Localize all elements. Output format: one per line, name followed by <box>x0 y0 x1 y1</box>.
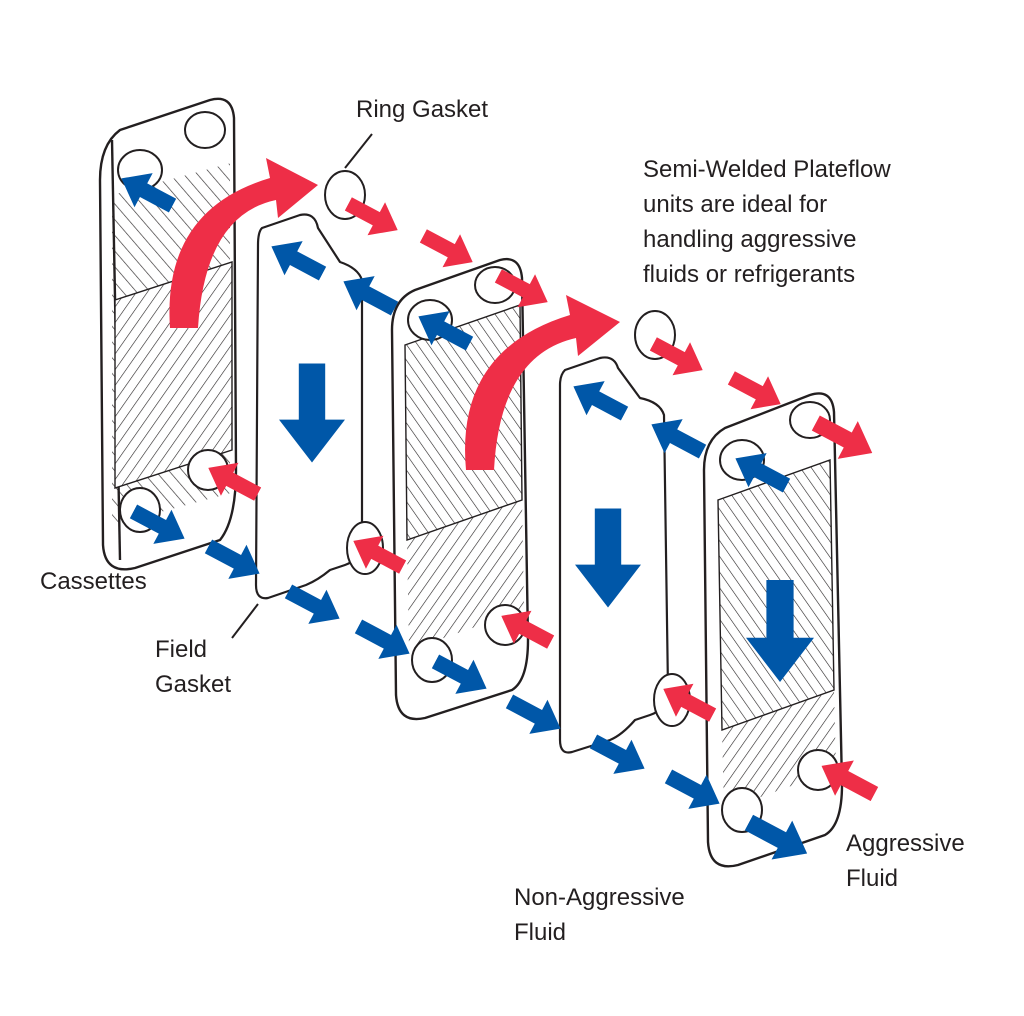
note-line-4: fluids or refrigerants <box>643 261 856 288</box>
non-aggressive-line-1: Non-Aggressive <box>514 884 685 911</box>
non-aggressive-line-2: Fluid <box>514 919 567 946</box>
field-gasket-line-1: Field <box>155 636 208 663</box>
aggressive-line-1: Aggressive <box>846 830 965 857</box>
cassette-plate-2 <box>390 257 530 721</box>
field-gasket-label: Field Gasket <box>155 632 231 702</box>
semi-welded-note: Semi-Welded Plateflow units are ideal fo… <box>643 152 891 292</box>
ring-gasket-text: Ring Gasket <box>356 96 489 123</box>
leader-lines <box>231 133 373 639</box>
note-line-2: units are ideal for <box>643 191 828 218</box>
cassettes-text: Cassettes <box>40 568 147 595</box>
field-gasket-leader <box>231 603 259 639</box>
ring-gasket-label: Ring Gasket <box>356 92 488 127</box>
ring-gasket-leader <box>344 133 373 169</box>
aggressive-fluid-label: Aggressive Fluid <box>846 826 965 896</box>
cassettes-label: Cassettes <box>40 564 147 599</box>
red-curved-arrow-2 <box>465 295 620 470</box>
note-line-1: Semi-Welded Plateflow <box>643 156 891 183</box>
aggressive-line-2: Fluid <box>846 865 899 892</box>
cassette-plate-1 <box>98 97 238 571</box>
red-curved-arrow-1 <box>169 158 318 328</box>
note-line-3: handling aggressive <box>643 226 857 253</box>
non-aggressive-fluid-label: Non-Aggressive Fluid <box>514 880 685 950</box>
field-gasket-line-2: Gasket <box>155 671 232 698</box>
